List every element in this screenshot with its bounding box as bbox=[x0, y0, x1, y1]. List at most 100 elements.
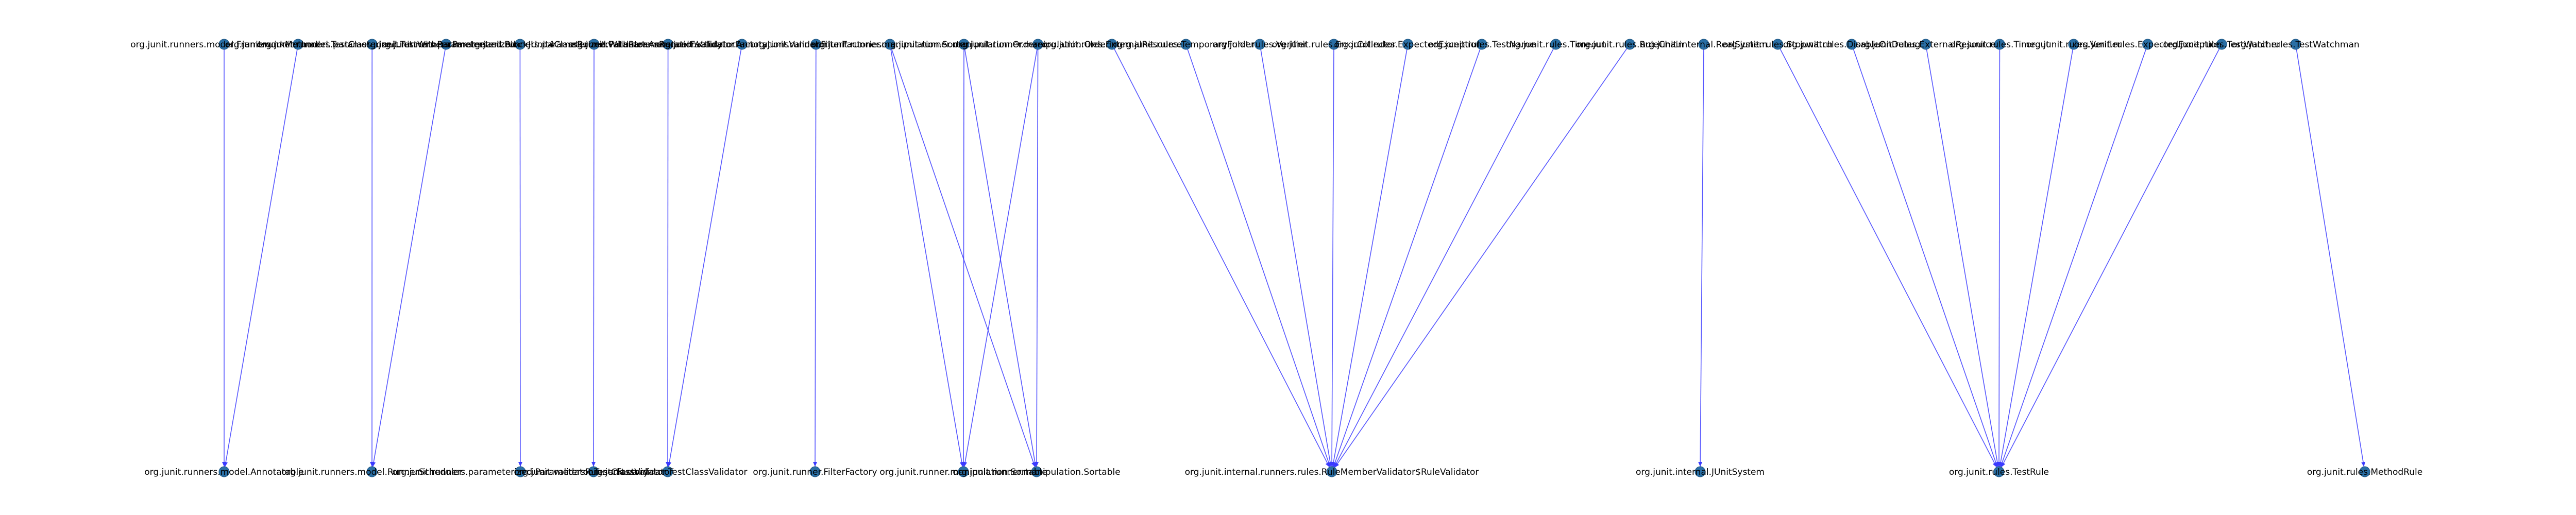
graph-node-top-18 bbox=[1550, 39, 1562, 50]
node-label-top-19: org.junit.rules.RuleChain bbox=[1576, 40, 1684, 50]
node-label-top-0: org.junit.runners.model.FrameworkMethod bbox=[130, 40, 318, 50]
graph-node-top-13 bbox=[1180, 39, 1192, 50]
edge-t7-b4 bbox=[667, 49, 742, 467]
node-label-top-16: org.junit.rules.ExpectedException bbox=[1334, 40, 1482, 50]
graph-node-top-14 bbox=[1254, 39, 1265, 50]
edge-t15-b8 bbox=[1330, 49, 1334, 467]
graph-node-top-6 bbox=[663, 39, 674, 50]
node-label-top-1: org.junit.runners.model.TestClass bbox=[225, 40, 371, 50]
node-label-bottom-2: org.junit.runners.parameterized.Paramete… bbox=[392, 467, 649, 477]
edge-t10-b6 bbox=[961, 49, 966, 467]
node-label-top-24: org.junit.rules.Timeout bbox=[1950, 40, 2049, 50]
graph-node-top-1 bbox=[293, 39, 304, 50]
graph-node-bottom-9 bbox=[1694, 466, 1706, 477]
node-label-bottom-0: org.junit.runners.model.Annotatable bbox=[144, 467, 303, 477]
graph-node-top-20 bbox=[1698, 39, 1709, 50]
node-label-top-7: org.junit.validator.AnnotationsValidator bbox=[656, 40, 828, 50]
edge-t13-b8 bbox=[1187, 49, 1331, 467]
graph-node-top-12 bbox=[1106, 39, 1117, 50]
edge-t11-b6 bbox=[963, 49, 1038, 467]
edge-t17-b8 bbox=[1333, 49, 1481, 467]
node-label-bottom-3: org.junit.validator.TestClassValidator bbox=[514, 467, 673, 477]
edge-t18-b8 bbox=[1333, 48, 1554, 468]
graph-node-top-26 bbox=[2142, 39, 2154, 50]
edge-t8-b5 bbox=[813, 49, 818, 467]
graph-node-top-21 bbox=[1772, 39, 1784, 50]
graph-node-top-3 bbox=[440, 39, 452, 50]
graph-node-bottom-4 bbox=[662, 466, 673, 477]
node-label-top-18: org.junit.rules.Timeout bbox=[1506, 40, 1605, 50]
node-label-bottom-6: org.junit.runner.manipulation.Sortable bbox=[879, 467, 1047, 477]
node-label-bottom-5: org.junit.runner.FilterFactory bbox=[753, 467, 877, 477]
labels-layer: org.junit.runners.model.FrameworkMethodo… bbox=[130, 40, 2422, 477]
graph-node-bottom-7 bbox=[1031, 466, 1042, 477]
node-label-top-28: org.junit.rules.TestWatchman bbox=[2232, 40, 2360, 50]
graph-node-top-17 bbox=[1476, 39, 1487, 50]
edge-t1-b0 bbox=[224, 49, 298, 467]
node-label-top-25: org.junit.rules.Verifier bbox=[2026, 40, 2121, 50]
node-label-top-20: org.junit.internal.RealSystem bbox=[1640, 40, 1767, 50]
edge-t21-b10 bbox=[1780, 48, 1997, 468]
node-label-top-14: org.junit.rules.Verifier bbox=[1212, 40, 1307, 50]
node-label-top-8: org.junit.runner.FilterFactories bbox=[750, 40, 882, 50]
node-label-top-27: org.junit.rules.TestWatcher bbox=[2163, 40, 2280, 50]
graph-node-top-2 bbox=[366, 39, 378, 50]
graph-node-top-27 bbox=[2216, 39, 2227, 50]
node-label-bottom-9: org.junit.internal.JUnitSystem bbox=[1636, 467, 1765, 477]
node-label-top-26: org.junit.rules.ExpectedException bbox=[2074, 40, 2222, 50]
edge-t16-b8 bbox=[1331, 49, 1408, 467]
node-label-top-11: org.junit.runner.manipulation.Ordering bbox=[953, 40, 1123, 50]
node-label-top-3: org.junit.runners.Parameterized bbox=[376, 40, 516, 50]
graph-node-top-28 bbox=[2290, 39, 2301, 50]
graph-node-bottom-6 bbox=[958, 466, 969, 477]
edge-t11-b7 bbox=[1035, 49, 1039, 467]
node-label-top-5: org.junit.runners.parameterized.Paramete… bbox=[466, 40, 722, 50]
graph-node-bottom-3 bbox=[588, 466, 599, 477]
graph-node-top-16 bbox=[1402, 39, 1414, 50]
nodes-layer bbox=[218, 39, 2370, 477]
edge-t20-b9 bbox=[1698, 49, 1704, 467]
graph-node-bottom-2 bbox=[515, 466, 526, 477]
graph-node-top-8 bbox=[810, 39, 822, 50]
graph-node-top-23 bbox=[1920, 39, 1931, 50]
edge-t12-b8 bbox=[1114, 48, 1330, 468]
node-label-top-13: org.junit.rules.TemporaryFolder bbox=[1117, 40, 1255, 50]
graph-node-top-11 bbox=[1032, 39, 1044, 50]
graph-node-bottom-0 bbox=[218, 466, 230, 477]
graph-node-top-19 bbox=[1624, 39, 1635, 50]
node-label-top-17: org.junit.rules.TestName bbox=[1429, 40, 1535, 50]
graph-node-top-0 bbox=[218, 39, 230, 50]
graph-node-top-15 bbox=[1328, 39, 1340, 50]
edges-layer bbox=[222, 48, 2365, 468]
node-label-top-21: org.junit.rules.Stopwatch bbox=[1723, 40, 1833, 50]
graph-node-top-4 bbox=[514, 39, 526, 50]
node-label-top-12: org.junit.rules.ExternalResource bbox=[1042, 40, 1182, 50]
edge-t25-b10 bbox=[1998, 49, 2074, 467]
node-label-top-6: org.junit.validator.AnnotationValidatorF… bbox=[569, 40, 768, 50]
graph-node-bottom-10 bbox=[1993, 466, 2005, 477]
graph-node-bottom-5 bbox=[809, 466, 821, 477]
node-label-top-4: org.junit.runners.parameterized.BlockJUn… bbox=[362, 40, 679, 50]
graph-node-bottom-11 bbox=[2359, 466, 2370, 477]
edge-t23-b10 bbox=[1926, 49, 1999, 467]
node-label-top-10: org.junit.runner.manipulation.Orderer bbox=[882, 40, 1046, 50]
edge-t22-b10 bbox=[1853, 49, 1998, 467]
node-label-top-9: org.junit.runner.manipulation.Sorter bbox=[811, 40, 969, 50]
edge-t19-b8 bbox=[1334, 48, 1628, 468]
node-label-bottom-10: org.junit.rules.TestRule bbox=[1949, 467, 2049, 477]
graph-node-top-10 bbox=[958, 39, 970, 50]
node-label-bottom-8: org.junit.internal.runners.rules.RuleMem… bbox=[1185, 467, 1479, 477]
graph-node-top-22 bbox=[1846, 39, 1857, 50]
node-label-bottom-4: org.junit.validator.TestClassValidator bbox=[588, 467, 747, 477]
node-label-bottom-11: org.junit.rules.MethodRule bbox=[2307, 467, 2422, 477]
node-label-top-22: org.junit.rules.DisableOnDebug bbox=[1783, 40, 1921, 50]
edge-t9-b6 bbox=[890, 49, 964, 467]
edge-t14-b8 bbox=[1260, 49, 1332, 467]
node-label-top-15: org.junit.rules.ErrorCollector bbox=[1272, 40, 1396, 50]
graph-node-top-7 bbox=[736, 39, 748, 50]
node-label-top-2: org.junit.runners.parameterized.TestWith… bbox=[257, 40, 487, 50]
graph-node-top-5 bbox=[588, 39, 600, 50]
graph-node-top-25 bbox=[2068, 39, 2079, 50]
edge-t28-b11 bbox=[2296, 49, 2365, 467]
